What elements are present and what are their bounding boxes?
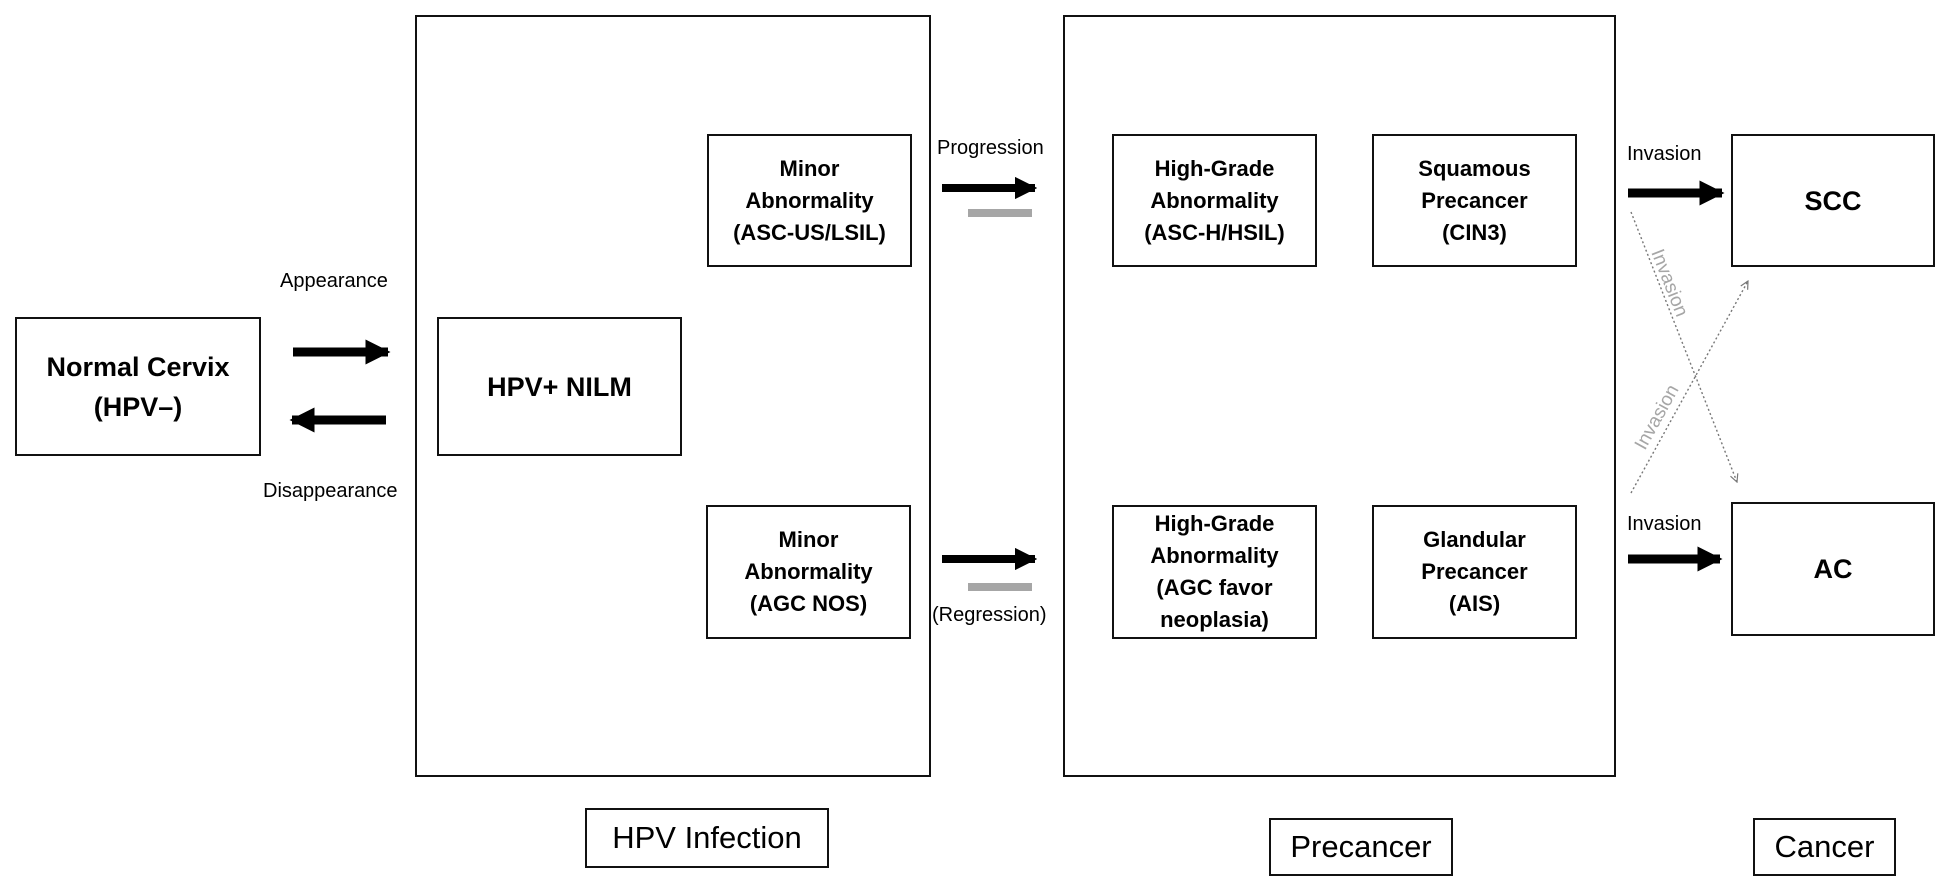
high-grade-abnormality-agc-node: High-Grade Abnormality (AGC favor neopla… (1112, 505, 1317, 639)
normal-cervix-label: Normal Cervix (HPV–) (46, 351, 230, 422)
stage-cancer: Cancer (1753, 818, 1896, 876)
invasion-top-label: Invasion (1627, 143, 1702, 165)
invasion-diagonal-down-label: Invasion (1646, 246, 1691, 320)
hpv-nilm-node: HPV+ NILM (437, 317, 682, 456)
minor-abnormality-ascus-node: Minor Abnormality (ASC-US/LSIL) (707, 134, 912, 267)
invasion-bottom-label: Invasion (1627, 513, 1702, 535)
invasion-diagonal-down-arrow (1630, 211, 1737, 482)
stage-hpv-infection-label: HPV Infection (612, 820, 802, 855)
appearance-label: Appearance (280, 270, 388, 292)
scc-node: SCC (1731, 134, 1935, 267)
invasion-diagonal-up-label: Invasion (1631, 381, 1684, 453)
stage-cancer-label: Cancer (1774, 829, 1875, 864)
stage-precancer-label: Precancer (1290, 829, 1432, 864)
glandular-precancer-label: Glandular Precancer (AIS) (1421, 527, 1528, 616)
minor-abnormality-agc-node: Minor Abnormality (AGC NOS) (706, 505, 911, 639)
squamous-precancer-label: Squamous Precancer (CIN3) (1418, 155, 1531, 245)
squamous-precancer-node: Squamous Precancer (CIN3) (1372, 134, 1577, 267)
stage-hpv-infection: HPV Infection (585, 808, 829, 868)
high-grade-abnormality-asch-label: High-Grade Abnormality (ASC-H/HSIL) (1144, 155, 1285, 245)
scc-label: SCC (1804, 185, 1862, 216)
high-grade-abnormality-asch-node: High-Grade Abnormality (ASC-H/HSIL) (1112, 134, 1317, 267)
minor-abnormality-ascus-label: Minor Abnormality (ASC-US/LSIL) (733, 155, 886, 245)
hpv-nilm-label: HPV+ NILM (487, 371, 632, 402)
ac-label: AC (1813, 554, 1853, 584)
high-grade-abnormality-agc-label: High-Grade Abnormality (AGC favor neopla… (1150, 511, 1279, 632)
normal-cervix-node: Normal Cervix (HPV–) (15, 317, 261, 456)
disappearance-label: Disappearance (263, 480, 398, 502)
regression-label: (Regression) (932, 604, 1047, 626)
stage-precancer: Precancer (1269, 818, 1453, 876)
ac-node: AC (1731, 502, 1935, 636)
progression-label: Progression (937, 137, 1044, 159)
glandular-precancer-node: Glandular Precancer (AIS) (1372, 505, 1577, 639)
minor-abnormality-agc-label: Minor Abnormality (AGC NOS) (744, 527, 873, 616)
